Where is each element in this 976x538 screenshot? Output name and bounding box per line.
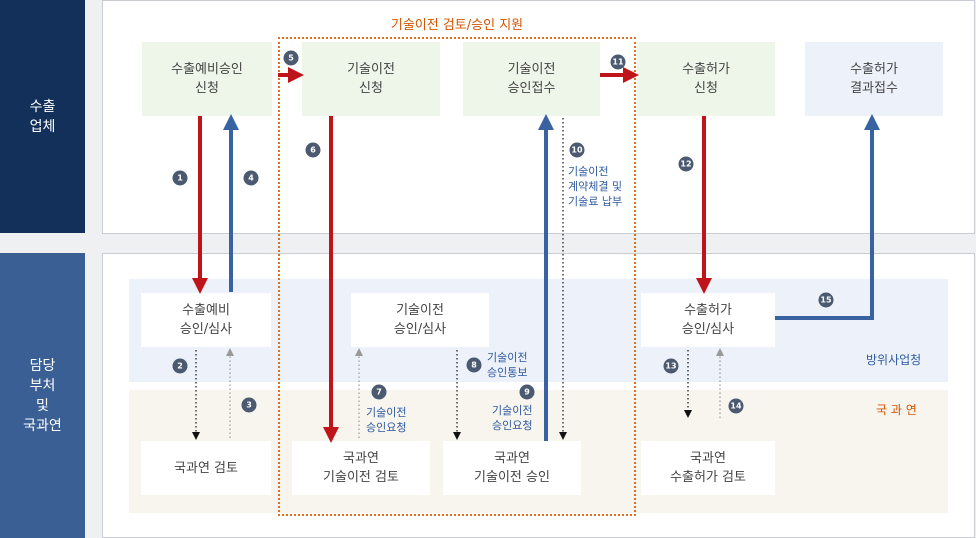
step-badge: 6	[305, 142, 321, 158]
step-badge: 3	[241, 397, 257, 413]
box-add-review: 국과연 검토	[141, 441, 271, 495]
step-badge: 9	[519, 384, 535, 400]
step-badge: 11	[610, 54, 626, 70]
box-export-permit-review: 수출허가 승인/심사	[641, 293, 775, 347]
side-label-company: 수출 업체	[0, 0, 85, 233]
label-step-10: 기술이전 계약체결 및 기술료 납부	[568, 165, 623, 208]
side-label-agency: 담당 부처 및 국과연	[0, 253, 85, 538]
support-scope-title: 기술이전 검토/승인 지원	[390, 18, 524, 33]
step-badge: 2	[172, 358, 188, 374]
label-step-7: 기술이전 승인요청	[366, 406, 407, 434]
arrow-15	[775, 114, 880, 320]
step-badge: 13	[663, 358, 679, 374]
box-add-tech-approval: 국과연 기술이전 승인	[443, 441, 581, 495]
step-badge: 10	[569, 142, 585, 158]
box-add-tech-review: 국과연 기술이전 검토	[292, 441, 430, 495]
step-badge: 8	[466, 357, 482, 373]
step-badge: 7	[371, 384, 387, 400]
label-step-9: 기술이전 승인요청	[492, 404, 533, 432]
box-export-permit-apply: 수출허가 신청	[637, 42, 775, 116]
step-badge: 5	[283, 50, 299, 66]
step-badge: 1	[172, 170, 188, 186]
step-badge: 12	[678, 156, 694, 172]
box-export-pre-apply: 수출예비승인 신청	[142, 42, 272, 116]
label-step-8: 기술이전 승인통보	[487, 351, 528, 379]
box-tech-approval-receipt: 기술이전 승인접수	[463, 42, 600, 116]
box-export-permit-result: 수출허가 결과접수	[805, 42, 943, 116]
step-badge: 4	[243, 170, 259, 186]
support-scope-frame	[278, 37, 636, 516]
band-dapa-label: 방위사업청	[866, 353, 922, 367]
step-badge: 14	[728, 398, 744, 414]
step-badge: 15	[818, 292, 834, 308]
box-tech-transfer-apply: 기술이전 신청	[302, 42, 440, 116]
box-export-pre-review: 수출예비 승인/심사	[141, 293, 271, 347]
box-add-export-review: 국과연 수출허가 검토	[641, 441, 775, 495]
band-add-label: 국 과 연	[876, 403, 917, 417]
box-tech-review: 기술이전 승인/심사	[351, 293, 489, 347]
